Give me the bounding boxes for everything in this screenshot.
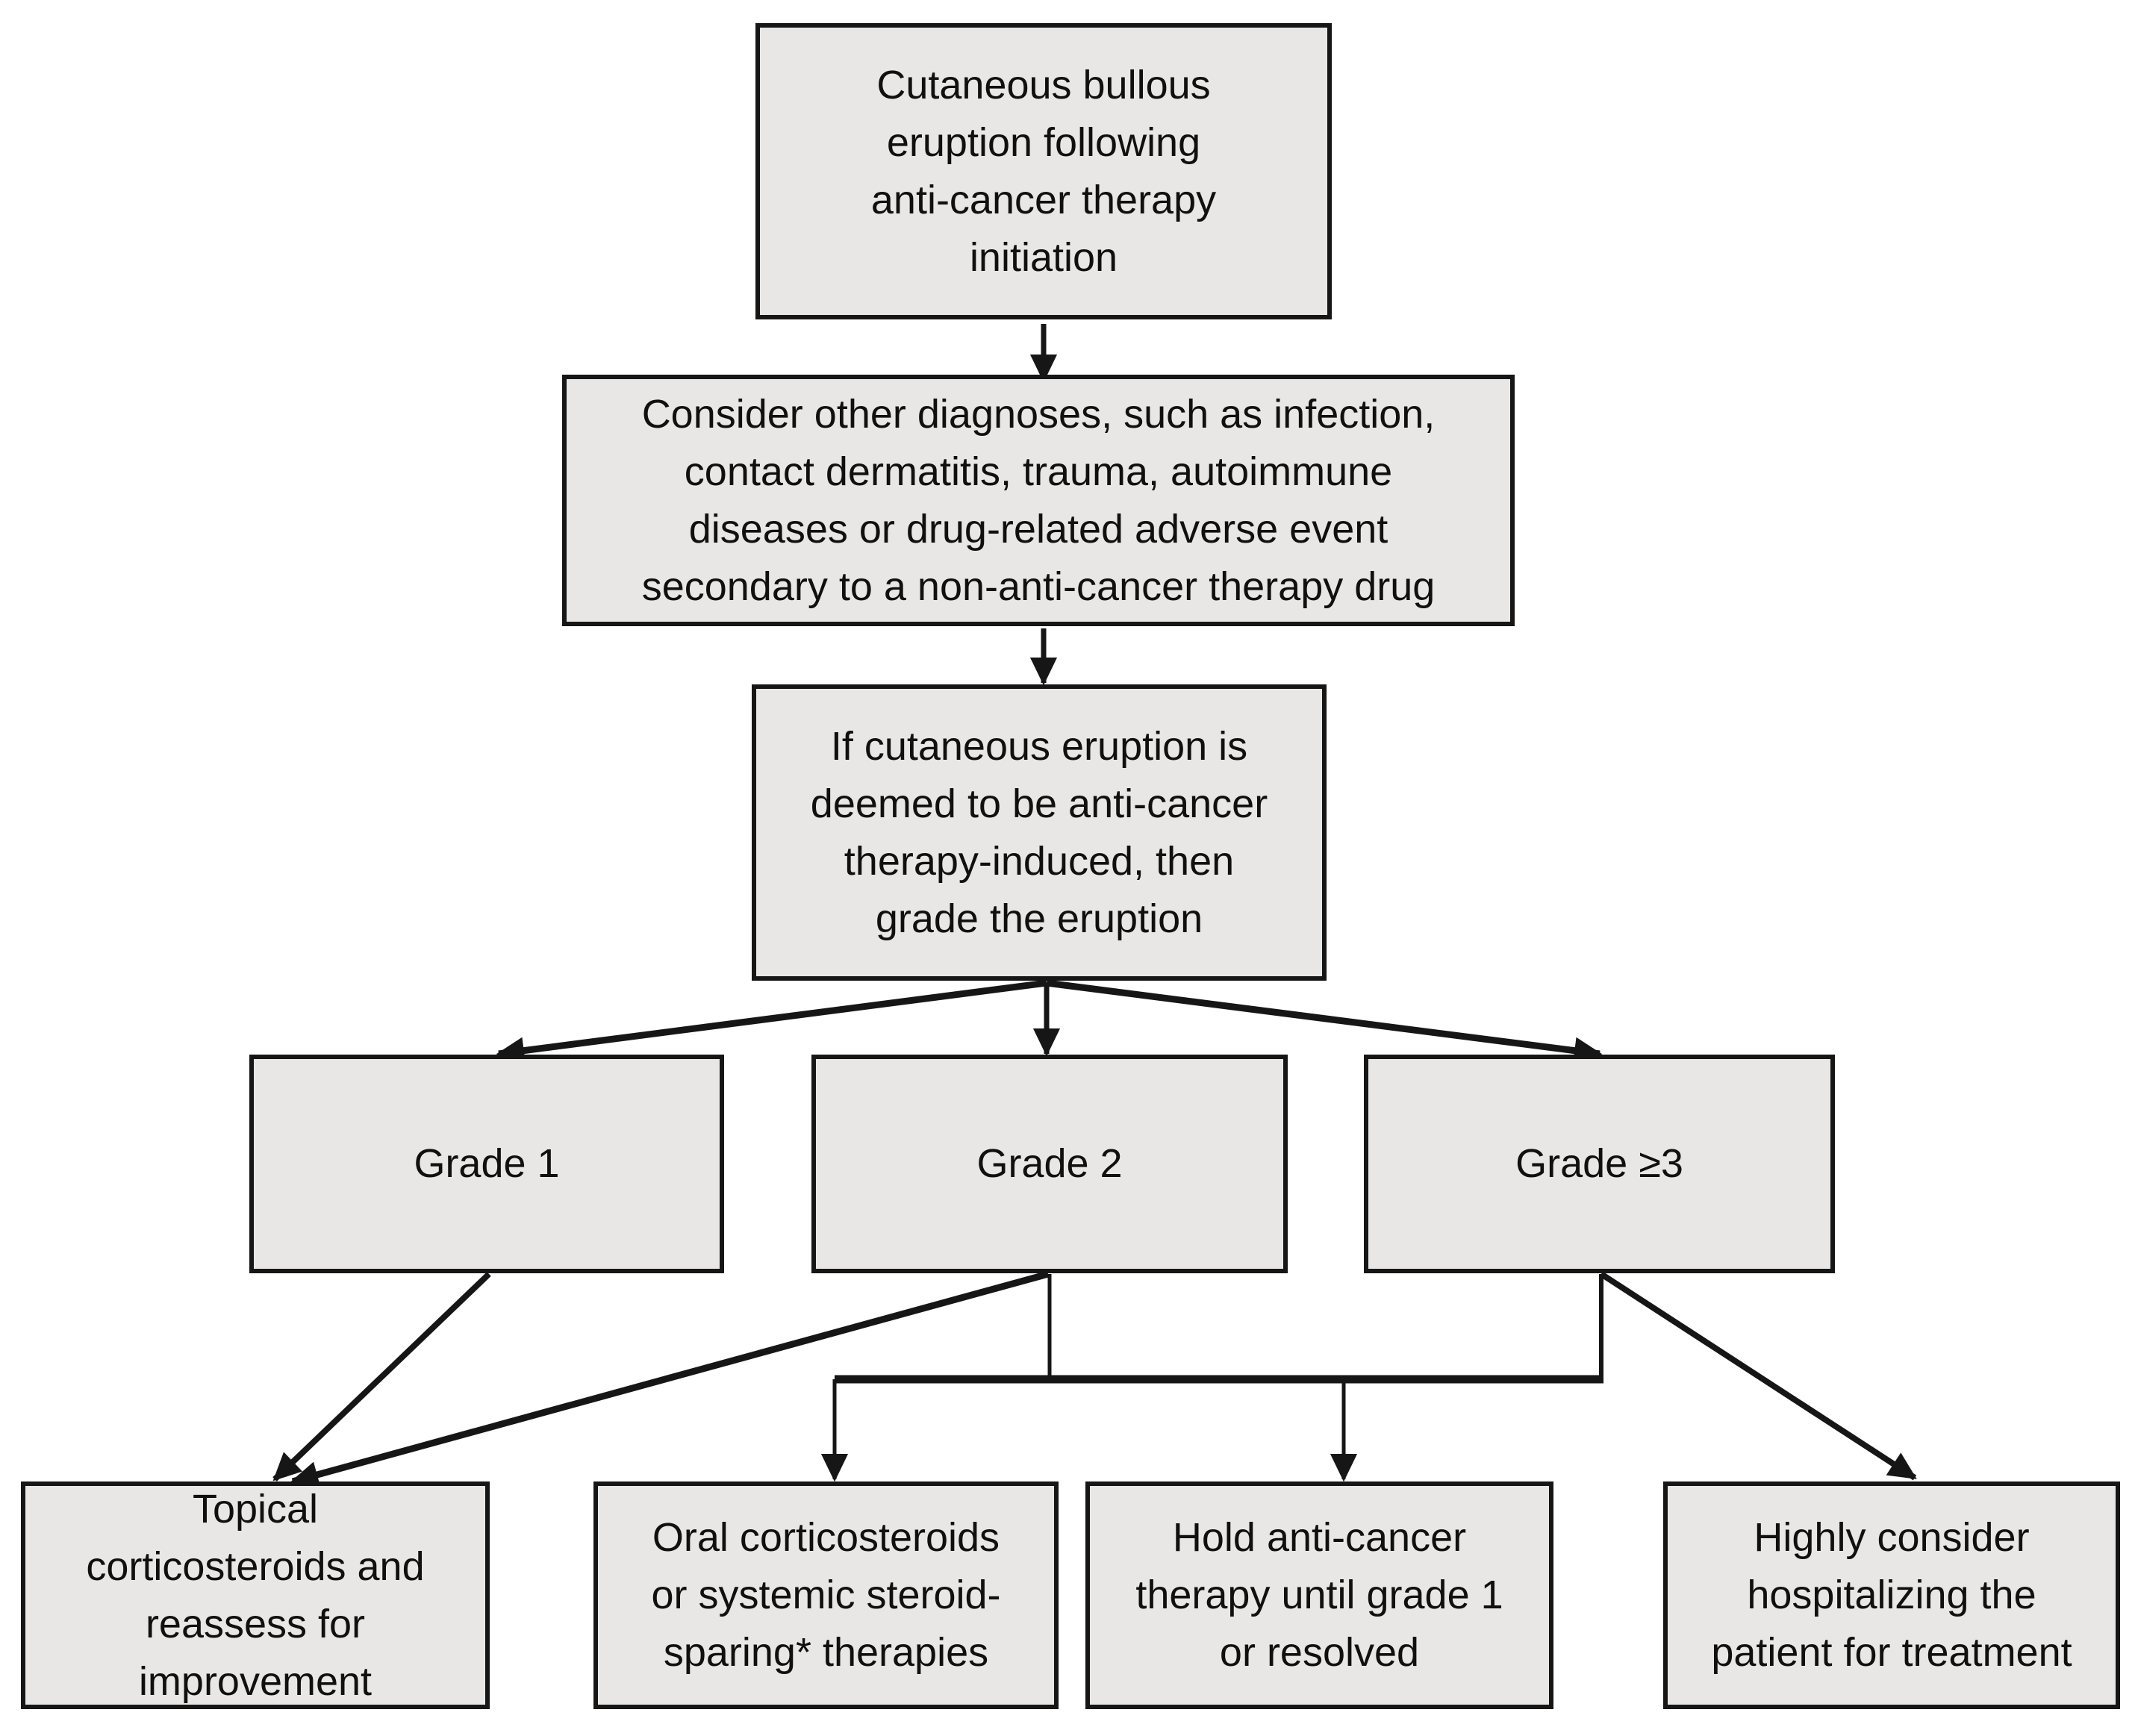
node-hospitalize-label: Highly consider hospitalizing the patien… [1711, 1515, 2072, 1675]
node-consider-other-diagnoses: Consider other diagnoses, such as infect… [562, 375, 1515, 626]
node-hospitalize-patient: Highly consider hospitalizing the patien… [1663, 1481, 2120, 1709]
node-hold-anti-cancer-therapy: Hold anti-cancer therapy until grade 1 o… [1085, 1481, 1553, 1709]
node-oral-label: Oral corticosteroids or systemic steroid… [651, 1515, 1001, 1675]
node-grade2-label: Grade 2 [976, 1141, 1123, 1186]
arrow-grade2-to-topical [290, 1270, 1050, 1488]
node-grade3-label: Grade ≥3 [1515, 1141, 1683, 1186]
node-topical-label: Topical corticosteroids and reassess for… [86, 1486, 425, 1704]
arrow-assess-to-grade1 [496, 979, 1047, 1064]
node-assess-label: If cutaneous eruption is deemed to be an… [810, 723, 1268, 941]
node-hold-label: Hold anti-cancer therapy until grade 1 o… [1135, 1515, 1503, 1675]
arrow-assess-to-grade3 [1046, 979, 1603, 1064]
node-grade-1: Grade 1 [249, 1055, 724, 1273]
arrow-grade1-to-topical [272, 1272, 491, 1481]
node-grade-2: Grade 2 [811, 1055, 1288, 1273]
node-consider-label: Consider other diagnoses, such as infect… [641, 391, 1436, 609]
node-start-label: Cutaneous bullous eruption following ant… [870, 62, 1217, 280]
node-grade-the-eruption: If cutaneous eruption is deemed to be an… [752, 684, 1327, 981]
node-oral-corticosteroids: Oral corticosteroids or systemic steroid… [593, 1481, 1059, 1709]
arrow-grade3-to-hospitalize [1599, 1271, 1917, 1481]
node-grade1-label: Grade 1 [414, 1141, 560, 1186]
node-topical-corticosteroids: Topical corticosteroids and reassess for… [21, 1481, 490, 1709]
node-grade-3-or-higher: Grade ≥3 [1364, 1055, 1835, 1273]
node-start: Cutaneous bullous eruption following ant… [755, 23, 1332, 319]
